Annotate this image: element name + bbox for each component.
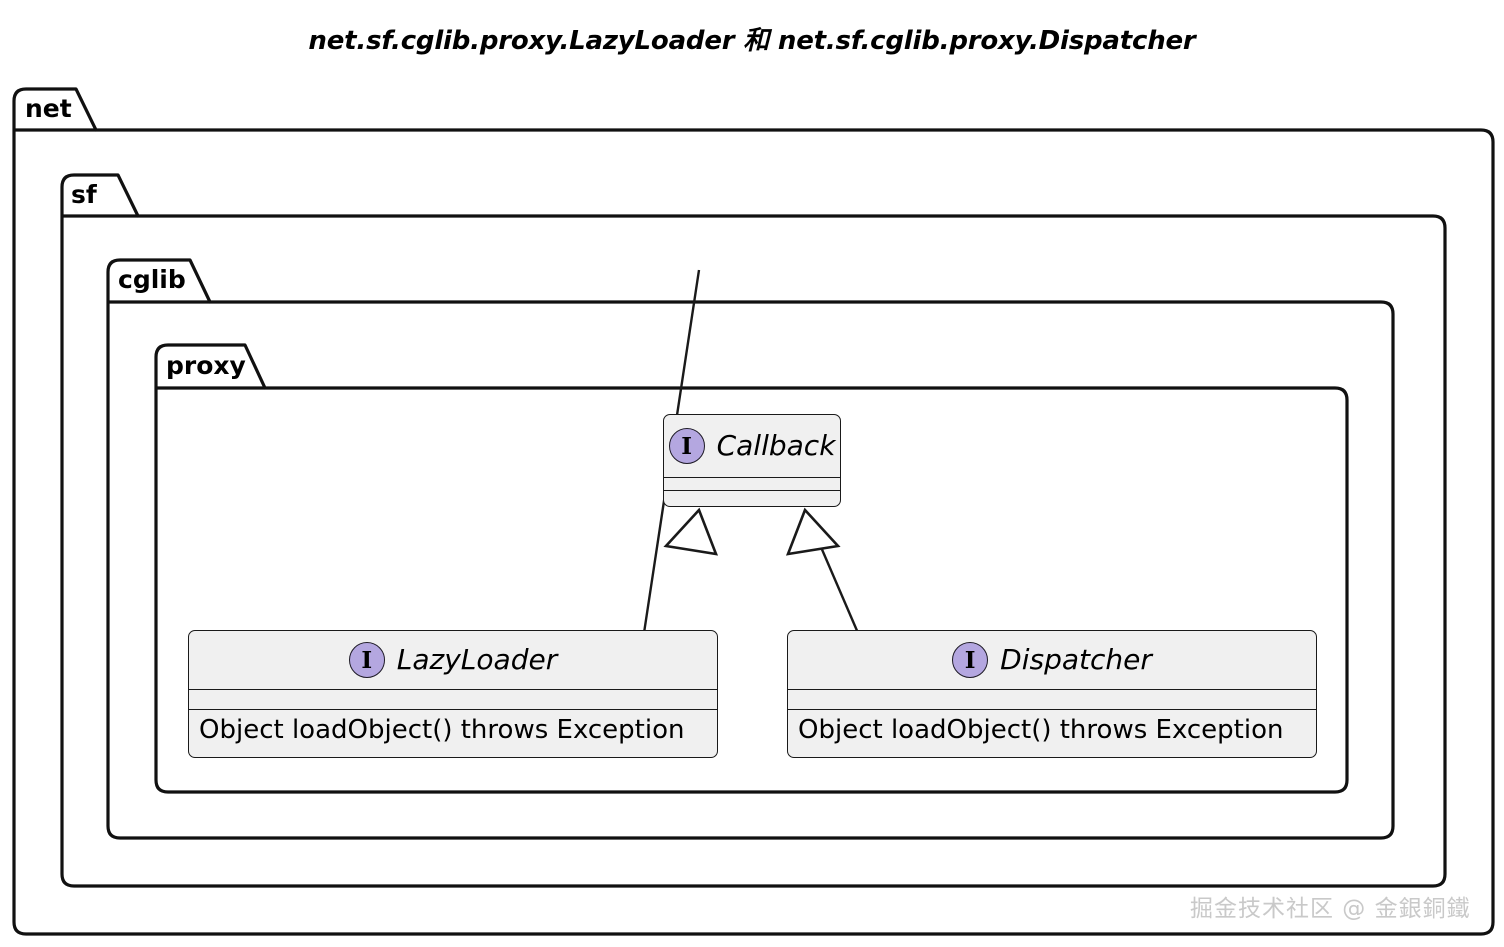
class-attributes-dispatcher [788,690,1316,709]
relation-arrow-dispatcher-callback [785,507,841,556]
watermark-text: 掘金技术社区 @ 金銀銅鐵 [1190,896,1471,922]
class-box-callback[interactable]: I Callback [663,414,841,507]
class-attributes-callback [664,478,840,490]
interface-circle-icon: I [952,642,989,678]
class-method-lazyloader: Object loadObject() throws Exception [199,715,685,745]
package-label-sf: sf [71,180,97,209]
class-name-dispatcher: Dispatcher [1000,643,1152,676]
page-title: net.sf.cglib.proxy.LazyLoader 和 net.sf.c… [308,26,1196,56]
class-box-dispatcher[interactable]: I Dispatcher Object loadObject() throws … [787,630,1317,758]
class-header-dispatcher: I Dispatcher [788,631,1316,689]
class-name-callback: Callback [716,429,836,462]
class-box-lazyloader[interactable]: I LazyLoader Object loadObject() throws … [188,630,718,758]
package-label-net: net [25,94,72,123]
class-separator [189,709,717,710]
class-methods-callback [664,491,840,503]
class-separator [664,490,840,491]
class-name-lazyloader: LazyLoader [396,643,558,676]
class-attributes-lazyloader [189,690,717,709]
class-method-dispatcher: Object loadObject() throws Exception [798,715,1284,745]
interface-circle-icon: I [348,642,385,678]
interface-circle-icon: I [668,428,705,464]
class-header-callback: I Callback [664,415,840,477]
package-label-cglib: cglib [118,265,186,294]
package-label-proxy: proxy [166,351,246,380]
class-separator [788,709,1316,710]
class-separator [664,477,840,478]
relation-arrow-lazyloader-callback [663,507,719,556]
class-header-lazyloader: I LazyLoader [189,631,717,689]
class-separator [788,689,1316,690]
class-separator [189,689,717,690]
